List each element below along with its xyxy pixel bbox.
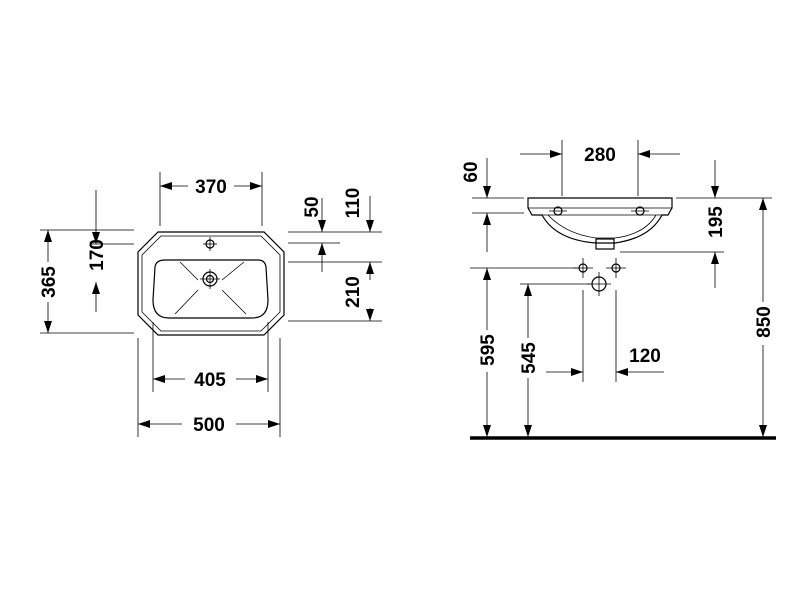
waste-outlet (587, 272, 611, 296)
dim-label-120: 120 (629, 346, 661, 367)
dim-label-195: 195 (706, 206, 727, 238)
dim-label-545: 545 (519, 342, 540, 374)
basin-side-profile (527, 197, 673, 244)
side-view: 280 60 195 850 595 5 (461, 140, 776, 440)
dim-label-110: 110 (343, 188, 364, 219)
drain-neck (595, 238, 615, 250)
dim-label-365: 365 (39, 266, 60, 298)
dim-label-370: 370 (195, 177, 227, 198)
dim-label-850: 850 (754, 306, 775, 338)
dim-label-405: 405 (194, 370, 226, 391)
dim-label-500: 500 (193, 415, 225, 436)
dim-label-595: 595 (478, 334, 499, 366)
mounting-hole-left (549, 206, 567, 216)
basin-outline-outer (137, 231, 285, 336)
basin-bowl (152, 259, 269, 319)
drain-outlet (200, 269, 220, 289)
dim-label-170: 170 (87, 239, 108, 271)
dim-label-50: 50 (302, 196, 323, 217)
mounting-hole-right (631, 206, 649, 216)
top-view: 370 405 500 365 170 (39, 172, 382, 437)
tap-hole (203, 237, 217, 251)
dim-label-210: 210 (343, 276, 364, 308)
supply-connection-right (606, 258, 626, 278)
basin-outline-inner (141, 235, 281, 332)
dim-label-280: 280 (584, 145, 616, 166)
dim-label-60: 60 (461, 161, 482, 182)
